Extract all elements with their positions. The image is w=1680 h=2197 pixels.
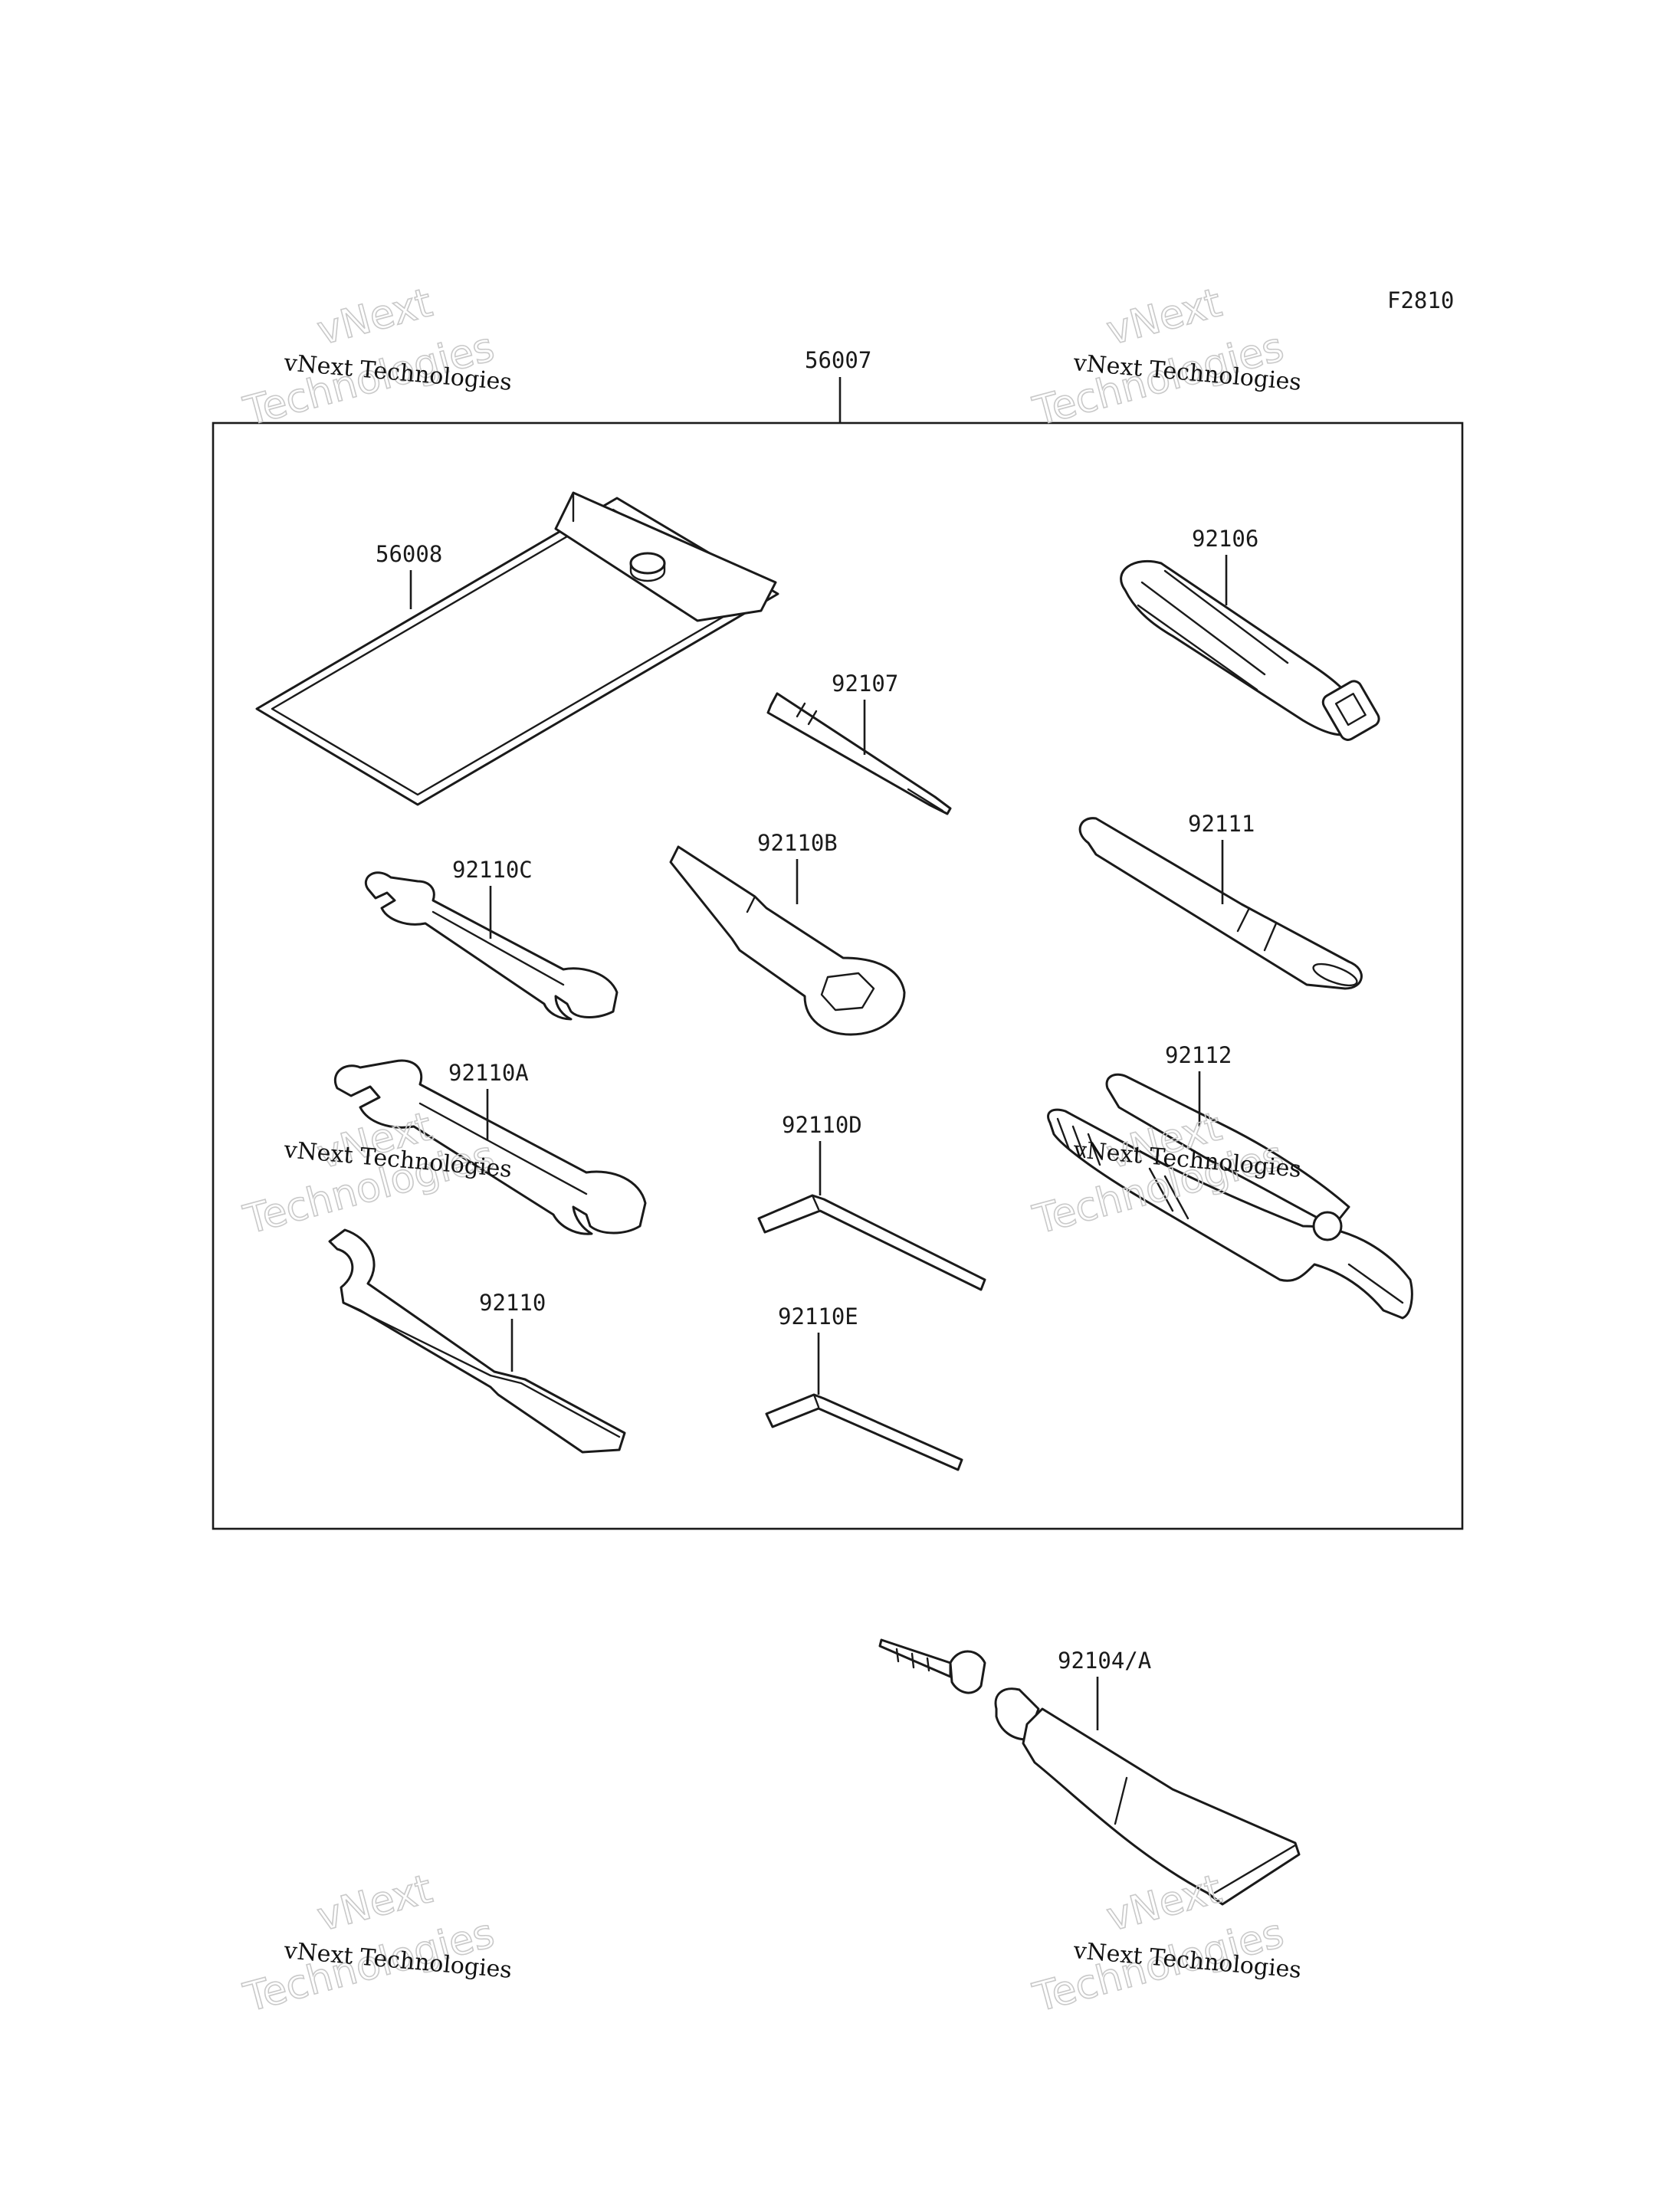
watermark-top-left: vNext Technologies vNext Technologies — [238, 279, 513, 435]
figure-code: F2810 — [1387, 287, 1454, 313]
repair-tube-part-label: 92104/A — [1058, 1648, 1151, 1674]
spanner-hook-part-label: 92110 — [479, 1290, 546, 1316]
wrench-a-part-label: 92110A — [448, 1060, 529, 1086]
spanner-hook-icon — [328, 1228, 626, 1454]
pouch-part-label: 56008 — [376, 541, 442, 567]
driver-handle-part-label: 92106 — [1192, 526, 1258, 552]
tool-pouch-icon — [255, 491, 779, 806]
assembly-part-number: 56007 — [805, 347, 871, 373]
watermark-top-right: vNext Technologies vNext Technologies — [1028, 279, 1302, 435]
hex-key-d-part-label: 92110D — [782, 1112, 862, 1138]
driver-bit-icon — [766, 692, 952, 815]
hex-key-92110e-icon — [765, 1393, 963, 1471]
extension-bar-icon — [1078, 817, 1363, 990]
hex-key-92110d-icon — [757, 1194, 986, 1291]
hex-key-e-part-label: 92110E — [778, 1303, 858, 1330]
wrench-c-part-label: 92110C — [452, 857, 533, 883]
box-wrench-part-label: 92110B — [757, 830, 838, 856]
pliers-icon — [1047, 1073, 1413, 1320]
watermark-bottom-left: vNext Technologies vNext Technologies — [238, 1865, 513, 2022]
wrench-92110a-icon — [333, 1059, 647, 1235]
screwdriver-handle-icon — [1120, 559, 1380, 741]
driver-bit-part-label: 92107 — [832, 671, 898, 697]
repair-tube-icon — [878, 1638, 1301, 1906]
watermark-bottom-right: vNext Technologies vNext Technologies — [1028, 1865, 1302, 2022]
box-wrench-92110b-icon — [669, 845, 906, 1036]
toolkit-frame — [212, 421, 1464, 1530]
extension-bar-part-label: 92111 — [1188, 811, 1255, 837]
wrench-92110c-icon — [364, 871, 619, 1021]
pliers-part-label: 92112 — [1165, 1042, 1232, 1068]
